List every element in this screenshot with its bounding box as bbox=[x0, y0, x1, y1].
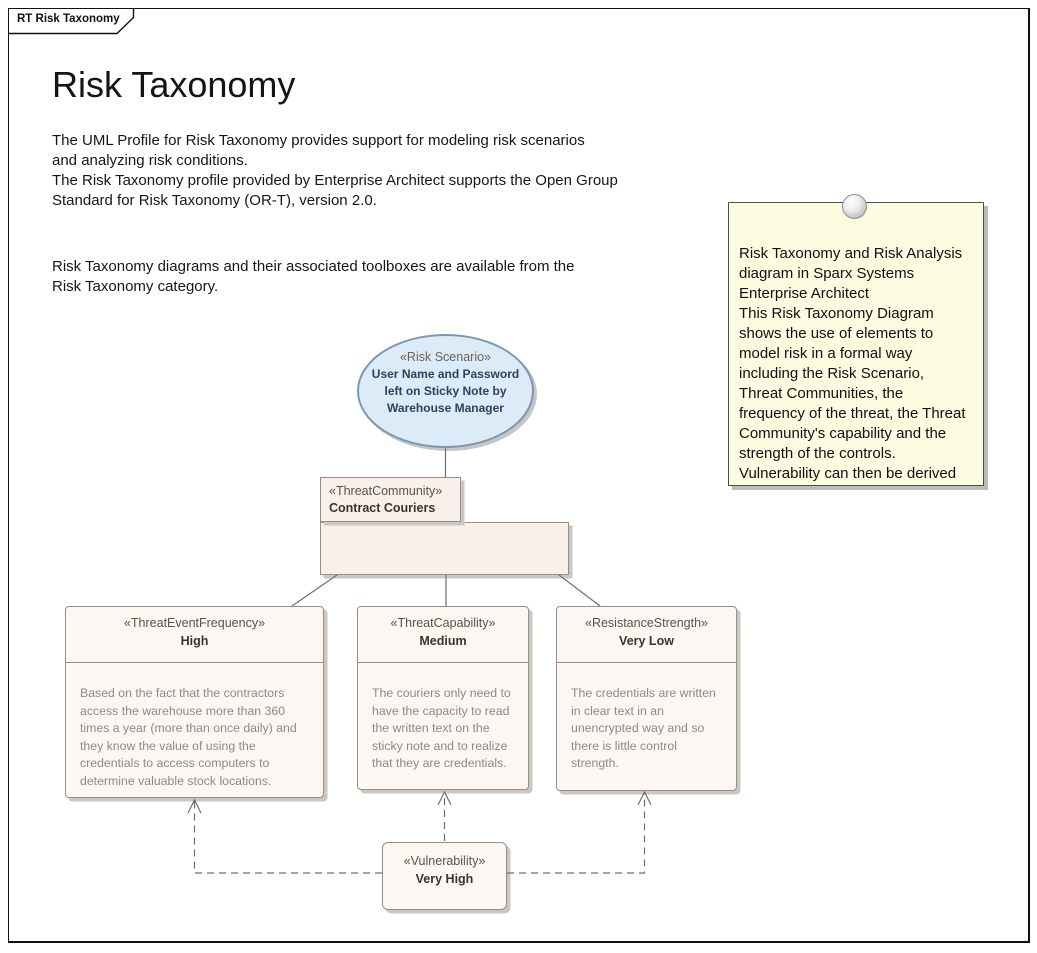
risk-scenario-name: User Name and Password left on Sticky No… bbox=[371, 367, 520, 415]
note-pin-icon bbox=[842, 194, 867, 219]
resistance-strength-element[interactable]: «ResistanceStrength» Very Low The creden… bbox=[556, 606, 737, 791]
intro-paragraph-1: The UML Profile for Risk Taxonomy provid… bbox=[52, 132, 618, 209]
diagram-tab-label: RT Risk Taxonomy bbox=[17, 13, 120, 25]
resistance-strength-name: Very Low bbox=[619, 634, 674, 648]
threat-event-frequency-element[interactable]: «ThreatEventFrequency» High Based on the… bbox=[65, 606, 324, 798]
threat-event-frequency-name: High bbox=[180, 634, 209, 648]
risk-scenario-element[interactable]: «Risk Scenario» User Name and Password l… bbox=[357, 334, 534, 448]
sticky-note[interactable]: Risk Taxonomy and Risk Analysis diagram … bbox=[728, 202, 984, 486]
threat-community-stereotype: «ThreatCommunity» bbox=[329, 484, 443, 498]
threat-event-frequency-stereotype: «ThreatEventFrequency» bbox=[123, 616, 266, 630]
threat-capability-description: The couriers only need to have the capac… bbox=[372, 686, 511, 770]
threat-community-name: Contract Couriers bbox=[329, 501, 436, 515]
vulnerability-stereotype: «Vulnerability» bbox=[403, 854, 486, 868]
threat-capability-element[interactable]: «ThreatCapability» Medium The couriers o… bbox=[357, 606, 529, 790]
diagram-frame-border bbox=[8, 8, 1030, 943]
vulnerability-name: Very High bbox=[415, 872, 474, 886]
risk-scenario-stereotype: «Risk Scenario» bbox=[399, 350, 491, 364]
resistance-strength-stereotype: «ResistanceStrength» bbox=[585, 616, 708, 630]
threat-community-element[interactable]: «ThreatCommunity» Contract Couriers bbox=[320, 477, 461, 522]
vulnerability-element[interactable]: «Vulnerability» Very High bbox=[382, 842, 507, 910]
threat-event-frequency-description: Based on the fact that the contractors a… bbox=[80, 686, 297, 788]
threat-capability-stereotype: «ThreatCapability» bbox=[390, 616, 496, 630]
intro-paragraph-2: Risk Taxonomy diagrams and their associa… bbox=[52, 258, 575, 295]
resistance-strength-description: The credentials are written in clear tex… bbox=[571, 686, 716, 770]
sticky-note-text: Risk Taxonomy and Risk Analysis diagram … bbox=[739, 245, 966, 482]
page-title: Risk Taxonomy bbox=[52, 64, 296, 105]
threat-capability-name: Medium bbox=[419, 634, 467, 648]
threat-community-compartment[interactable] bbox=[320, 522, 569, 575]
